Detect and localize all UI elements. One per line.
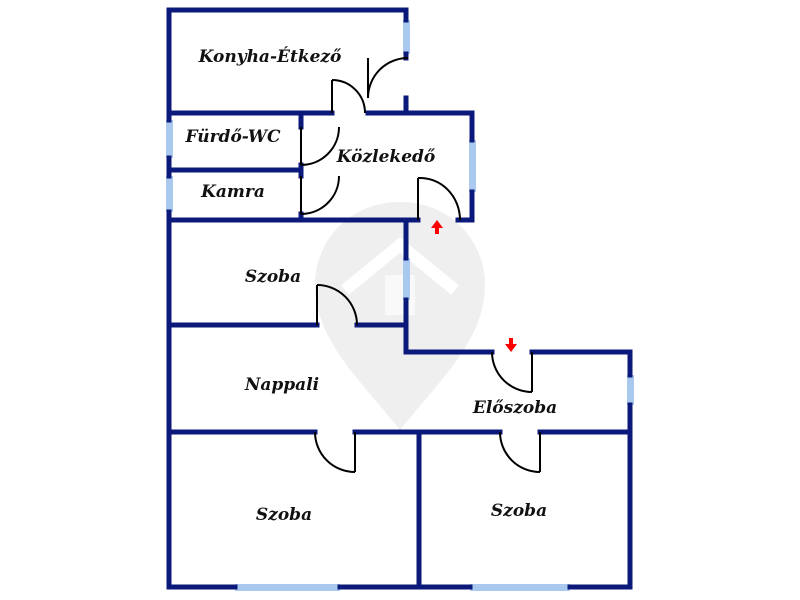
window (403, 20, 410, 54)
window (235, 584, 340, 591)
walls (166, 7, 633, 590)
window (403, 258, 410, 300)
arrow-up-icon (431, 220, 443, 234)
arrow-down-icon (505, 338, 517, 352)
room-label-szoba-top: Szoba (245, 267, 301, 287)
windows (166, 20, 634, 591)
window (627, 375, 634, 405)
room-label-konyha: Konyha-Étkező (198, 46, 342, 67)
window (469, 140, 476, 192)
room-label-eloszoba: Előszoba (472, 398, 557, 418)
room-label-kamra: Kamra (200, 182, 265, 202)
room-label-nappali: Nappali (244, 375, 319, 395)
room-label-szoba-bottom-right: Szoba (491, 501, 547, 521)
room-label-furdo: Fürdő-WC (184, 127, 281, 147)
logo-watermark-icon (315, 202, 485, 430)
room-label-szoba-bottom-left: Szoba (256, 505, 312, 525)
doors (300, 57, 541, 473)
room-label-kozlekedo: Közlekedő (336, 147, 436, 167)
window (166, 120, 173, 158)
window (166, 176, 173, 212)
window (470, 584, 570, 591)
